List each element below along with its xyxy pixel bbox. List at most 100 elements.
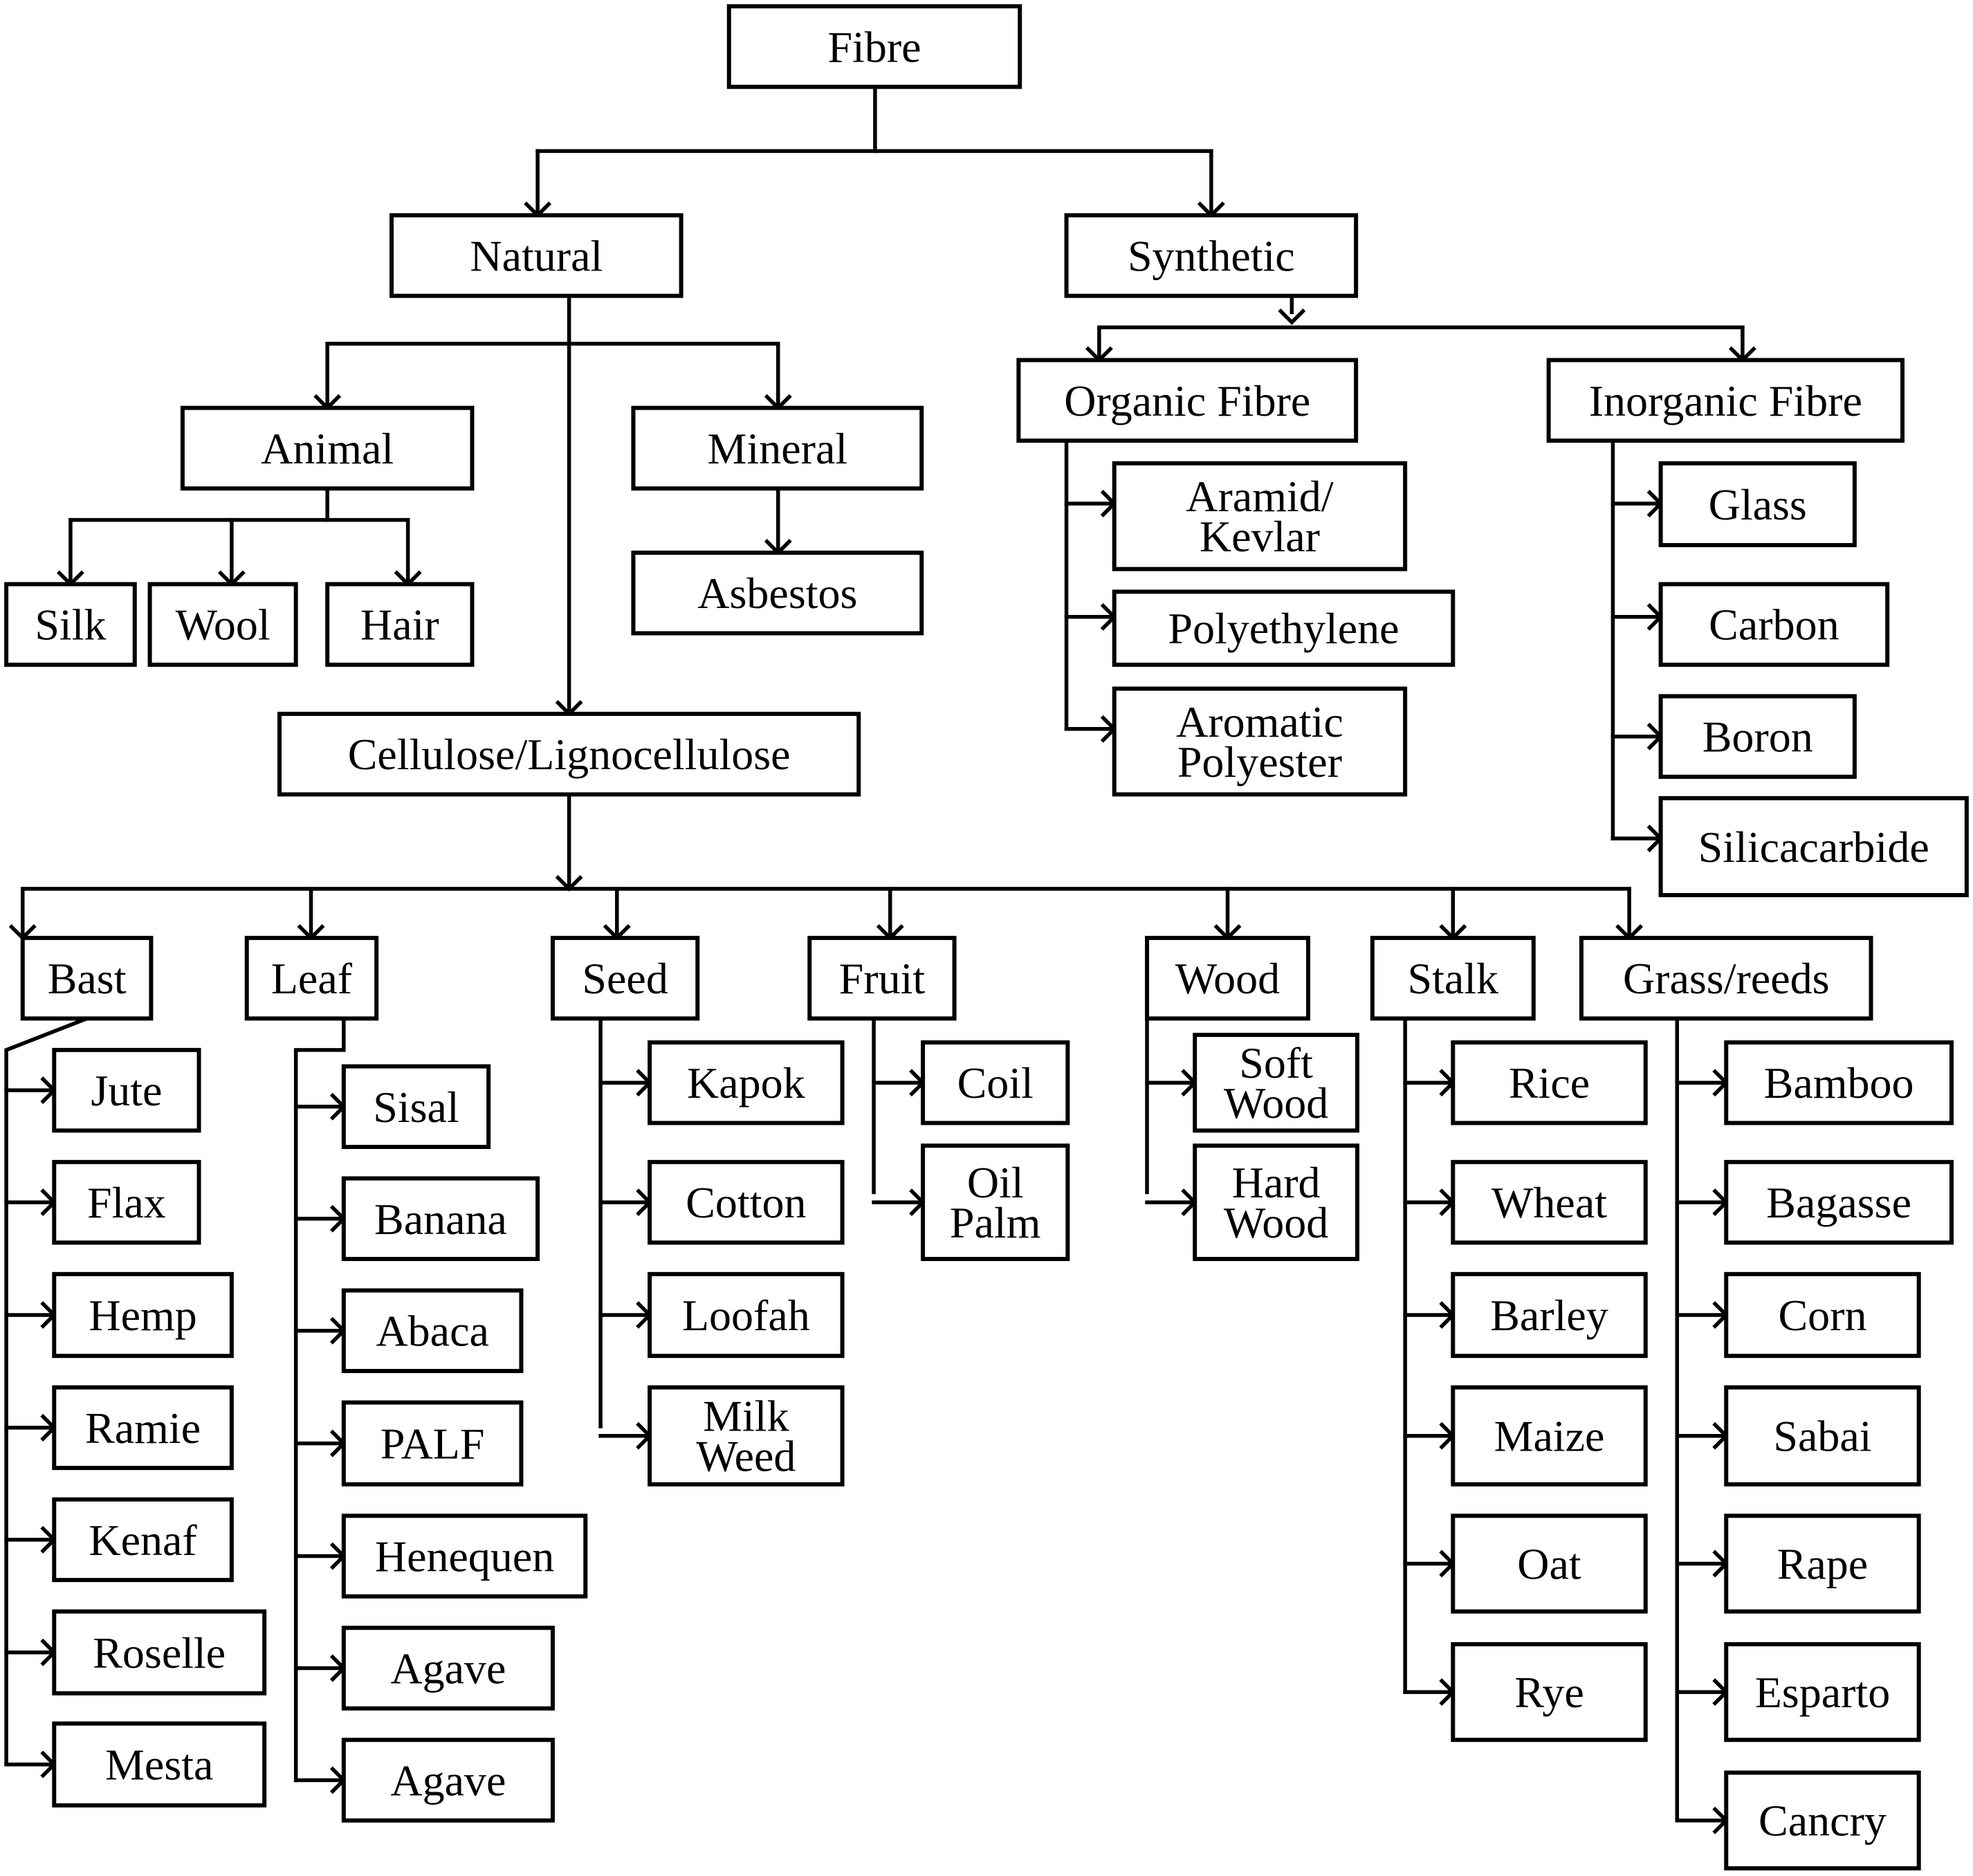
inorganic-item-silicacarbide-box-border: [1658, 796, 1969, 898]
synthetic-stem-arrowhead: [1278, 308, 1306, 325]
bast-item-6-roselle-box-border: [52, 1609, 267, 1695]
inorganic-item-glass-box: Glass: [1658, 461, 1857, 548]
bast-item-5-kenaf-box-border: [52, 1497, 234, 1583]
natural-box-label: Natural: [470, 231, 603, 280]
category-seed-box-border: [550, 935, 700, 1021]
bast-item-7-mesta-box-label: Mesta: [105, 1740, 213, 1790]
grass-item-7-cancry-box-border: [1724, 1770, 1921, 1870]
grass-item-5-rape-box-border: [1724, 1514, 1921, 1614]
animal-item-silk-box: Silk: [4, 582, 137, 667]
leaf-item-6-agave-box: Agave: [341, 1626, 555, 1711]
organic-item-aramid-kevlar-box-label-line-1: Aramid/: [1186, 472, 1334, 521]
grass-item-1-bamboo-box: Bamboo: [1724, 1040, 1954, 1125]
cellulose-lignocellulose-box: Cellulose/Lignocellulose: [277, 711, 861, 797]
seed-item-4-milk-weed-box-label-line-2: Weed: [696, 1432, 796, 1481]
stalk-item-4-maize-box-label: Maize: [1494, 1412, 1605, 1461]
stalk-item-1-rice-box-border: [1451, 1040, 1648, 1125]
stalk-item-5-oat-box-label: Oat: [1517, 1539, 1581, 1588]
wood-item-2-hard-wood-box-label-line-2: Wood: [1224, 1198, 1328, 1247]
fibre-root-box-border: [726, 4, 1022, 89]
mineral-item-asbestos-box-label: Asbestos: [697, 569, 857, 618]
leaf-item-4-palf-box: PALF: [341, 1400, 524, 1487]
category-seed-box-label: Seed: [582, 954, 668, 1003]
category-fruit-box-border: [807, 935, 957, 1021]
organic-item-aramid-kevlar-box-label-line-2: Kevlar: [1200, 512, 1320, 561]
bast-item-1-jute-box-label: Jute: [91, 1066, 162, 1115]
animal-item-hair-box-label: Hair: [360, 600, 439, 650]
natural-box-border: [389, 213, 683, 298]
grass-item-7-cancry-box-label: Cancry: [1759, 1796, 1887, 1846]
bast-item-2-flax-box: Flax: [52, 1159, 201, 1245]
stalk-item-6-rye-box-label: Rye: [1514, 1668, 1584, 1717]
stalk-item-4-maize-box-border: [1451, 1385, 1648, 1487]
animal-box: Animal: [180, 405, 475, 491]
seed-item-3-loofah-box-border: [648, 1271, 845, 1359]
bast-item-4-ramie-box-label: Ramie: [85, 1404, 201, 1453]
mineral-item-asbestos-box-border: [631, 550, 924, 636]
wood-item-2-hard-wood-box-border: [1193, 1143, 1359, 1261]
synthetic-box-label: Synthetic: [1128, 231, 1295, 280]
leaf-item-2-banana-box-border: [341, 1176, 540, 1262]
stalk-item-2-wheat-box-border: [1451, 1159, 1648, 1245]
animal-box-border: [180, 405, 475, 491]
stalk-item-2-wheat-box-label: Wheat: [1492, 1178, 1607, 1227]
organic-item-aramid-kevlar-box: Aramid/Kevlar: [1112, 461, 1408, 571]
organic-item-polyethylene-box-border: [1112, 589, 1456, 667]
bast-item-3-hemp-box: Hemp: [52, 1271, 234, 1359]
synthetic-box-border: [1064, 213, 1359, 298]
organic-fibre-box-border: [1016, 358, 1359, 443]
category-grass-box-border: [1579, 935, 1873, 1021]
category-bast-box-label: Bast: [48, 954, 127, 1003]
category-leaf-rail-connector: [293, 1016, 346, 1783]
category-bast-rail-connector: [4, 1015, 90, 1766]
inorganic-item-carbon-box-border: [1658, 582, 1890, 667]
mineral-box: Mineral: [631, 405, 924, 491]
bast-item-6-roselle-box: Roselle: [52, 1609, 267, 1695]
category-bast-box: Bast: [20, 935, 154, 1021]
inorganic-item-silicacarbide-box: Silicacarbide: [1658, 796, 1969, 898]
wood-item-1-soft-wood-box-border: [1193, 1033, 1359, 1133]
category-fruit-box: Fruit: [807, 935, 957, 1021]
category-fruit-box-label: Fruit: [839, 954, 926, 1003]
category-wood-box-border: [1145, 935, 1310, 1021]
seed-item-1-kapok-box-border: [648, 1040, 845, 1125]
leaf-item-7-agave-box-border: [341, 1738, 555, 1823]
seed-item-1-kapok-box: Kapok: [648, 1040, 845, 1125]
category-seed-box: Seed: [550, 935, 700, 1021]
inorganic-item-boron-box-label: Boron: [1703, 712, 1813, 762]
wood-item-1-soft-wood-box-label-line-1: Soft: [1239, 1038, 1313, 1087]
natural-box: Natural: [389, 213, 683, 298]
category-grass-box-label: Grass/reeds: [1623, 954, 1830, 1003]
category-leaf-box-border: [244, 935, 379, 1021]
leaf-item-4-palf-box-border: [341, 1400, 524, 1487]
stalk-item-5-oat-box: Oat: [1451, 1514, 1648, 1614]
animal-item-silk-box-border: [4, 582, 137, 667]
organic-item-aromatic-polyester-box-label-line-2: Polyester: [1177, 737, 1342, 787]
organic-item-aromatic-polyester-box-label-line-1: Aromatic: [1176, 697, 1343, 746]
mineral-box-border: [631, 405, 924, 491]
bast-item-1-jute-box: Jute: [52, 1047, 201, 1133]
leaf-item-5-henequen-box-label: Henequen: [375, 1532, 554, 1581]
inorganic-item-silicacarbide-box-label: Silicacarbide: [1698, 822, 1929, 872]
seed-item-3-loofah-box-label: Loofah: [682, 1291, 810, 1340]
mineral-box-label: Mineral: [708, 424, 848, 473]
stalk-item-1-rice-box: Rice: [1451, 1040, 1648, 1125]
animal-item-wool-box-border: [147, 582, 298, 667]
cellulose-lignocellulose-box-border: [277, 711, 861, 797]
seed-item-4-milk-weed-box-label-line-1: Milk: [703, 1392, 789, 1441]
organic-fibre-box-label: Organic Fibre: [1064, 376, 1310, 425]
leaf-item-3-abaca-box-border: [341, 1288, 524, 1373]
grass-item-3-corn-box-label: Corn: [1778, 1291, 1866, 1340]
category-grass-box: Grass/reeds: [1579, 935, 1873, 1021]
stalk-item-6-rye-box: Rye: [1451, 1642, 1648, 1742]
stalk-item-1-rice-box-label: Rice: [1509, 1058, 1590, 1107]
leaf-item-2-banana-box-label: Banana: [374, 1195, 507, 1244]
inorganic-item-boron-box: Boron: [1658, 694, 1857, 779]
animal-item-silk-box-label: Silk: [35, 600, 106, 650]
